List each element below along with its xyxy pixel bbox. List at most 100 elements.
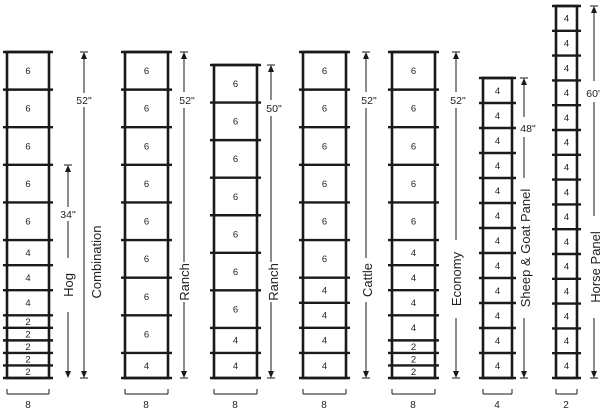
spacing-label: 6 xyxy=(322,254,327,265)
spacing-label: 4 xyxy=(564,287,569,298)
spacing-label: 4 xyxy=(495,311,500,322)
spacing-label: 6 xyxy=(411,217,416,228)
height-label: 60" xyxy=(586,88,600,100)
spacing-label: 4 xyxy=(495,336,500,347)
spacing-label: 6 xyxy=(411,104,416,115)
sub-height-label: 34" xyxy=(60,209,76,221)
width-dimension: 8 xyxy=(124,389,169,410)
width-dimension: 2 xyxy=(555,389,578,410)
spacing-label: 2 xyxy=(25,367,30,378)
spacing-label: 4 xyxy=(495,111,500,122)
spacing-label: 2 xyxy=(25,329,30,340)
spacing-label: 4 xyxy=(495,286,500,297)
width-label: 8 xyxy=(25,400,31,410)
width-label: 4 xyxy=(494,400,500,410)
spacing-label: 4 xyxy=(564,336,569,347)
width-dimension: 8 xyxy=(213,389,258,410)
spacing-label: 4 xyxy=(564,163,569,174)
height-label: 50" xyxy=(266,103,282,115)
spacing-label: 6 xyxy=(25,217,30,228)
spacing-label: 4 xyxy=(233,336,238,347)
panel-name-label: Sheep & Goat Panel xyxy=(518,189,533,308)
height-dimension: 52" Combination xyxy=(76,51,104,379)
sub-height-dimension: 34" Hog xyxy=(60,164,76,378)
spacing-label: 6 xyxy=(233,304,238,315)
spacing-label: 4 xyxy=(564,187,569,198)
height-label: 52" xyxy=(179,95,195,107)
spacing-label: 4 xyxy=(411,273,416,284)
width-dimension: 8 xyxy=(6,389,50,410)
spacing-label: 4 xyxy=(495,261,500,272)
spacing-label: 4 xyxy=(322,361,327,372)
spacing-label: 6 xyxy=(144,66,149,77)
panel-name-label: Combination xyxy=(89,226,104,299)
spacing-label: 4 xyxy=(25,298,30,309)
spacing-label: 4 xyxy=(564,39,569,50)
width-label: 2 xyxy=(563,400,569,410)
spacing-label: 4 xyxy=(322,311,327,322)
panel-name-label: Ranch xyxy=(266,263,281,301)
height-dimension: 48" Sheep & Goat Panel xyxy=(518,77,536,379)
spacing-label: 6 xyxy=(411,179,416,190)
panel-frame xyxy=(212,63,259,380)
spacing-label: 4 xyxy=(564,88,569,99)
spacing-label: 4 xyxy=(495,161,500,172)
spacing-label: 2 xyxy=(25,354,30,365)
spacing-label: 6 xyxy=(144,217,149,228)
width-dimension: 4 xyxy=(482,389,513,410)
spacing-label: 6 xyxy=(233,154,238,165)
spacing-label: 6 xyxy=(322,217,327,228)
spacing-label: 6 xyxy=(322,66,327,77)
spacing-label: 2 xyxy=(25,317,30,328)
spacing-label: 4 xyxy=(495,86,500,97)
spacing-label: 6 xyxy=(322,104,327,115)
spacing-label: 6 xyxy=(144,141,149,152)
spacing-label: 4 xyxy=(564,63,569,74)
width-label: 8 xyxy=(321,400,327,410)
width-label: 8 xyxy=(232,400,238,410)
height-dimension: 52" Cattle xyxy=(360,51,377,379)
spacing-label: 6 xyxy=(144,329,149,340)
panel-name-label: Horse Panel xyxy=(588,231,600,303)
panel-frame xyxy=(301,50,348,380)
spacing-label: 4 xyxy=(495,186,500,197)
panel-name-label: Economy xyxy=(449,251,464,306)
spacing-label: 6 xyxy=(411,66,416,77)
spacing-label: 4 xyxy=(564,14,569,25)
spacing-label: 6 xyxy=(322,179,327,190)
spacing-label: 2 xyxy=(411,354,416,365)
spacing-label: 2 xyxy=(25,342,30,353)
spacing-label: 4 xyxy=(411,323,416,334)
spacing-label: 4 xyxy=(564,138,569,149)
spacing-label: 6 xyxy=(233,229,238,240)
height-dimension: 60" Horse Panel xyxy=(586,5,600,379)
spacing-label: 6 xyxy=(144,179,149,190)
width-dimension: 8 xyxy=(391,389,436,410)
height-dimension: 52" Economy xyxy=(449,51,466,379)
panel-name-label: Cattle xyxy=(360,263,375,297)
panel-name-label: Ranch xyxy=(177,263,192,301)
spacing-label: 6 xyxy=(144,254,149,265)
spacing-label: 4 xyxy=(25,248,30,259)
width-dimension: 8 xyxy=(302,389,347,410)
spacing-label: 4 xyxy=(322,336,327,347)
spacing-label: 4 xyxy=(564,311,569,322)
spacing-label: 4 xyxy=(25,273,30,284)
spacing-label: 4 xyxy=(495,361,500,372)
spacing-label: 6 xyxy=(411,141,416,152)
spacing-label: 6 xyxy=(233,267,238,278)
spacing-label: 4 xyxy=(411,248,416,259)
width-label: 8 xyxy=(143,400,149,410)
spacing-label: 4 xyxy=(322,286,327,297)
